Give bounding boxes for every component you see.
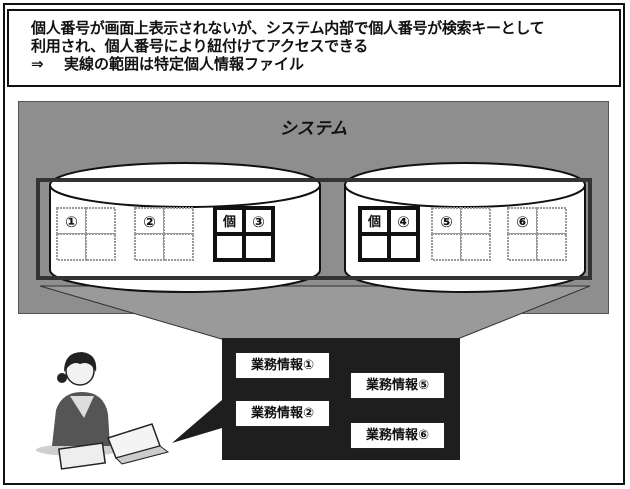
- file-number-label: ⑤: [440, 213, 453, 231]
- business-info-6: 業務情報⑥: [350, 422, 445, 449]
- system-label: システム: [279, 119, 348, 139]
- diagram-frame: [3, 3, 625, 485]
- file-grid-left-2: ②: [134, 207, 194, 261]
- file-grid-right-3: ⑥: [507, 207, 567, 261]
- header-line-3: ⇒ 実線の範囲は特定個人情報ファイル: [31, 55, 619, 73]
- file-grid-left-1: ①: [56, 207, 116, 261]
- file-number-label: ①: [65, 213, 78, 231]
- business-info-5: 業務情報⑤: [350, 372, 445, 399]
- file-number-label: ④: [397, 213, 410, 231]
- office-worker-with-laptop-icon: [36, 352, 170, 470]
- file-number-label: ⑥: [516, 213, 529, 231]
- header-line-3-text: 実線の範囲は特定個人情報ファイル: [64, 55, 305, 73]
- link-outline: [36, 178, 592, 280]
- file-grid-right-2: ⑤: [431, 207, 491, 261]
- header-note-box: 個人番号が画面上表示されないが、システム内部で個人番号が検索キーとして 利用され…: [7, 9, 621, 87]
- business-info-2: 業務情報②: [235, 400, 330, 427]
- screen-pointer: [172, 400, 222, 443]
- file-number-label: ②: [143, 213, 156, 231]
- business-info-1: 業務情報①: [235, 352, 330, 379]
- arrow-icon: ⇒: [31, 55, 44, 73]
- header-line-1: 個人番号が画面上表示されないが、システム内部で個人番号が検索キーとして: [31, 19, 545, 37]
- header-line-2: 利用され、個人番号により紐付けてアクセスできる: [31, 37, 368, 55]
- personal-number-tag: 個: [367, 214, 381, 230]
- personal-number-tag: 個: [222, 214, 236, 230]
- view-funnel: [39, 285, 591, 341]
- file-number-label: ③: [252, 213, 265, 231]
